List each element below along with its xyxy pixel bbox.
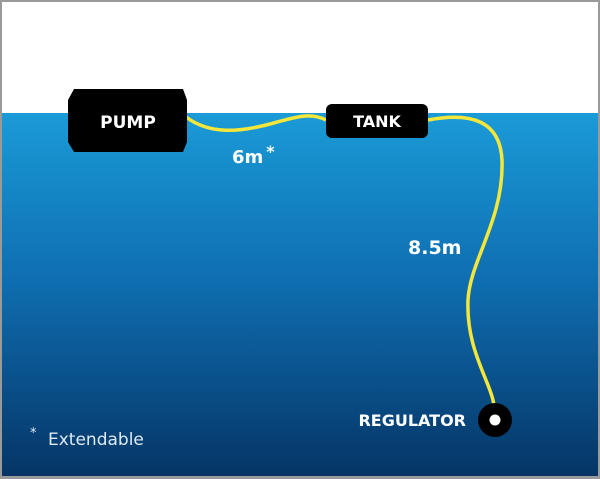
extendable-mark: * <box>266 142 275 161</box>
pump-label: PUMP <box>100 113 156 133</box>
hose-pump-to-tank <box>184 114 327 132</box>
tank-label: TANK <box>353 112 401 131</box>
regulator-center <box>489 414 501 426</box>
hose-length-6m: 6m* <box>232 142 275 168</box>
hose-length-value: 6m <box>232 147 263 168</box>
footnote-mark: * <box>30 426 37 441</box>
hose-tank-to-regulator <box>427 115 504 406</box>
hose-length-8-5m: 8.5m <box>408 237 461 259</box>
tank-box <box>326 104 428 138</box>
footnote-text: Extendable <box>48 430 144 450</box>
regulator-label: REGULATOR <box>358 411 466 430</box>
pump-box <box>68 89 187 152</box>
